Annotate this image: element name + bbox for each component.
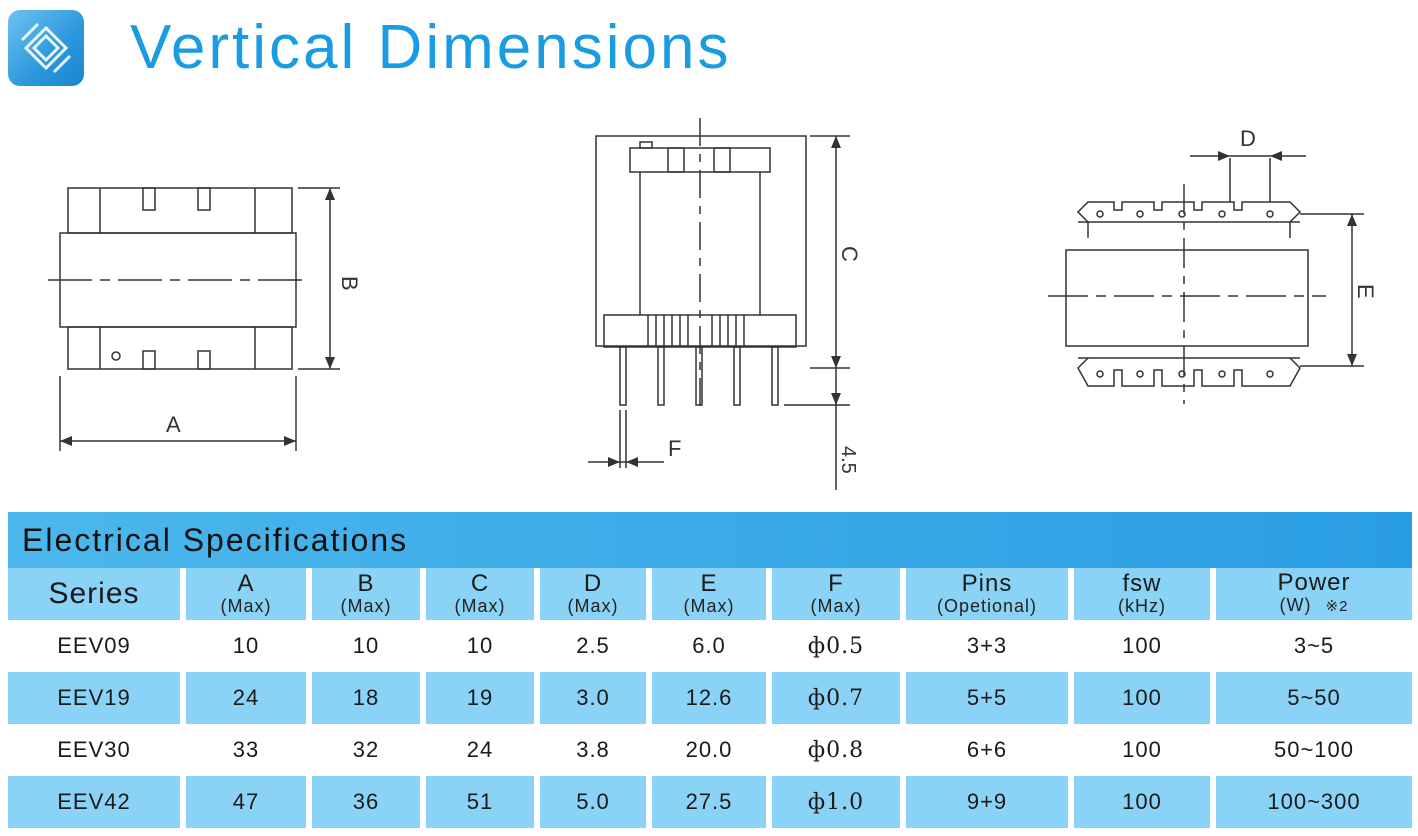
side-view-drawing: C F 4.5 bbox=[588, 118, 862, 490]
table-cell: 5.0 bbox=[534, 776, 646, 828]
column-header-text: A bbox=[237, 570, 255, 597]
table-cell: 24 bbox=[420, 724, 534, 776]
column-header-text: (Max) bbox=[340, 596, 392, 616]
table-cell: 27.5 bbox=[646, 776, 766, 828]
column-header-power: Power(W) ※2 bbox=[1210, 568, 1412, 620]
dim-4-5-label: 4.5 bbox=[837, 446, 859, 474]
column-header-a: A(Max) bbox=[180, 568, 306, 620]
table-cell: 3~5 bbox=[1210, 620, 1412, 672]
table-cell: 6+6 bbox=[900, 724, 1068, 776]
specs-table: Series A(Max) B(Max) C(Max) D(Max) E(Max… bbox=[8, 568, 1412, 828]
column-header-text: B bbox=[357, 570, 375, 597]
table-cell: 50~100 bbox=[1210, 724, 1412, 776]
column-header-text: F bbox=[828, 570, 844, 597]
table-cell: 100 bbox=[1068, 672, 1210, 724]
column-header-text: Power bbox=[1277, 569, 1351, 596]
table-cell: 51 bbox=[420, 776, 534, 828]
column-header-text: Series bbox=[48, 577, 140, 610]
column-header-text: Pins bbox=[961, 570, 1013, 597]
dim-d-label: D bbox=[1240, 126, 1256, 151]
table-cell: 100 bbox=[1068, 776, 1210, 828]
column-header-text: C bbox=[470, 570, 490, 597]
table-cell: 19 bbox=[420, 672, 534, 724]
table-cell: 5~50 bbox=[1210, 672, 1412, 724]
table-cell: ф1.0 bbox=[766, 776, 900, 828]
table-cell: 100 bbox=[1068, 620, 1210, 672]
table-cell: 20.0 bbox=[646, 724, 766, 776]
column-header-d: D(Max) bbox=[534, 568, 646, 620]
column-header-e: E(Max) bbox=[646, 568, 766, 620]
column-header-series: Series bbox=[8, 568, 180, 620]
table-cell: 10 bbox=[180, 620, 306, 672]
dim-c-label: C bbox=[837, 246, 862, 262]
table-cell: 9+9 bbox=[900, 776, 1068, 828]
column-header-text: (Max) bbox=[683, 596, 735, 616]
table-cell: ф0.7 bbox=[766, 672, 900, 724]
table-cell: ф0.8 bbox=[766, 724, 900, 776]
specs-heading: Electrical Specifications bbox=[22, 522, 409, 558]
column-header-f: F(Max) bbox=[766, 568, 900, 620]
table-cell: 3.0 bbox=[534, 672, 646, 724]
table-cell: 33 bbox=[180, 724, 306, 776]
page-title: Vertical Dimensions bbox=[130, 13, 732, 82]
power-footnote-marker: ※2 bbox=[1325, 598, 1349, 615]
front-view-drawing: B A bbox=[48, 187, 360, 451]
column-header-text: (Max) bbox=[810, 596, 862, 616]
table-cell: 12.6 bbox=[646, 672, 766, 724]
column-header-text: (Max) bbox=[220, 596, 272, 616]
table-cell: 2.5 bbox=[534, 620, 646, 672]
column-header-fsw: fsw(kHz) bbox=[1068, 568, 1210, 620]
column-header-text: (Max) bbox=[567, 596, 619, 616]
column-header-text: (Max) bbox=[454, 596, 506, 616]
table-cell: 10 bbox=[306, 620, 420, 672]
column-header-text: (Opetional) bbox=[936, 596, 1038, 616]
table-cell: ф0.5 bbox=[766, 620, 900, 672]
column-header-pins: Pins(Opetional) bbox=[900, 568, 1068, 620]
table-cell: 3.8 bbox=[534, 724, 646, 776]
table-cell: 24 bbox=[180, 672, 306, 724]
table-header-row: Series A(Max) B(Max) C(Max) D(Max) E(Max… bbox=[8, 568, 1412, 620]
table-cell: 100 bbox=[1068, 724, 1210, 776]
specs-heading-bar: Electrical Specifications bbox=[8, 512, 1412, 568]
column-header-text: (kHz) bbox=[1118, 596, 1166, 616]
table-cell: 6.0 bbox=[646, 620, 766, 672]
dim-e-label: E bbox=[1353, 284, 1378, 299]
table-cell: 5+5 bbox=[900, 672, 1068, 724]
table-cell: EEV42 bbox=[8, 776, 180, 828]
column-header-text: (W) bbox=[1279, 595, 1312, 615]
table-cell: EEV09 bbox=[8, 620, 180, 672]
column-header-text: D bbox=[583, 570, 603, 597]
table-cell: EEV19 bbox=[8, 672, 180, 724]
column-header-text: (W) ※2 bbox=[1216, 595, 1412, 617]
column-header-text: fsw bbox=[1122, 570, 1162, 597]
table-cell: 10 bbox=[420, 620, 534, 672]
table-cell: 36 bbox=[306, 776, 420, 828]
transformer-logo-icon bbox=[8, 10, 84, 86]
column-header-text: E bbox=[700, 570, 718, 597]
table-cell: EEV30 bbox=[8, 724, 180, 776]
dim-a-label: A bbox=[166, 412, 181, 437]
dim-f-label: F bbox=[668, 436, 681, 461]
table-cell: 32 bbox=[306, 724, 420, 776]
table-cell: 18 bbox=[306, 672, 420, 724]
table-cell: 3+3 bbox=[900, 620, 1068, 672]
top-view-drawing: D E bbox=[1048, 126, 1378, 404]
column-header-c: C(Max) bbox=[420, 568, 534, 620]
table-cell: 100~300 bbox=[1210, 776, 1412, 828]
column-header-b: B(Max) bbox=[306, 568, 420, 620]
dim-b-label: B bbox=[337, 276, 360, 291]
table-cell: 47 bbox=[180, 776, 306, 828]
